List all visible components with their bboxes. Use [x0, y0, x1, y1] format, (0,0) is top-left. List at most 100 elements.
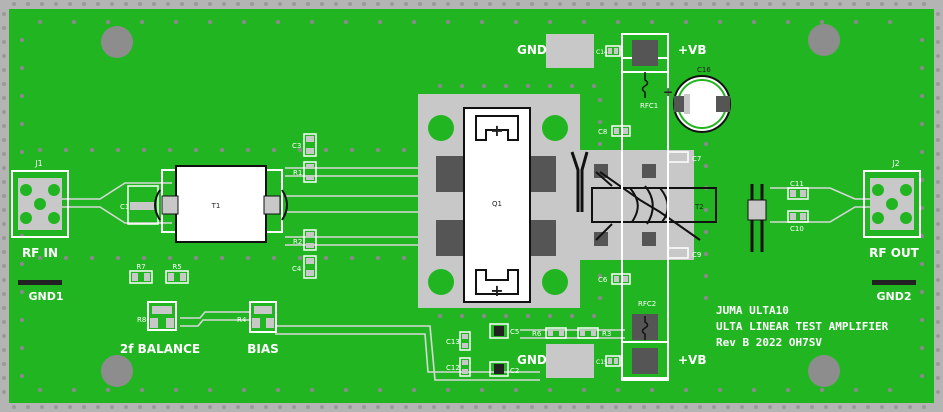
- component-r3[interactable]: [577, 327, 599, 339]
- via: [343, 387, 349, 393]
- frame-perforation: [460, 2, 464, 6]
- component-c9[interactable]: [667, 247, 689, 259]
- via: [615, 387, 621, 393]
- via: [207, 387, 213, 393]
- via: [459, 313, 465, 319]
- via: [597, 119, 603, 125]
- component-rfc2[interactable]: [632, 314, 658, 340]
- component-c2[interactable]: [489, 361, 509, 377]
- via: [919, 65, 925, 71]
- component-r5[interactable]: [165, 270, 189, 284]
- via: [581, 19, 587, 25]
- frame-perforation: [474, 2, 478, 6]
- vb-top-pad[interactable]: [621, 33, 669, 73]
- gnd-top-pad[interactable]: [546, 34, 594, 68]
- frame-perforation: [152, 405, 156, 409]
- via: [683, 19, 689, 25]
- component-c16[interactable]: [673, 75, 731, 133]
- via: [411, 19, 417, 25]
- gnd-bottom-pad[interactable]: [546, 344, 594, 378]
- frame-perforation: [936, 40, 940, 44]
- frame-perforation: [698, 2, 702, 6]
- component-c1[interactable]: [127, 185, 159, 225]
- frame-perforation: [614, 405, 618, 409]
- component-r8[interactable]: [147, 301, 177, 331]
- frame-perforation: [488, 2, 492, 6]
- frame-perforation: [2, 12, 6, 16]
- component-r7[interactable]: [129, 270, 153, 284]
- component-q1[interactable]: [463, 107, 531, 303]
- frame-perforation: [2, 124, 6, 128]
- via: [167, 255, 173, 261]
- frame-perforation: [936, 110, 940, 114]
- frame-perforation: [936, 12, 940, 16]
- frame-perforation: [138, 2, 142, 6]
- component-c10[interactable]: [787, 210, 809, 223]
- frame-perforation: [376, 2, 380, 6]
- frame-perforation: [936, 376, 940, 380]
- frame-perforation: [936, 138, 940, 142]
- connector-rf-in[interactable]: [11, 170, 69, 238]
- frame-perforation: [838, 2, 842, 6]
- frame-perforation: [320, 2, 324, 6]
- connector-rf-out[interactable]: [863, 170, 921, 238]
- frame-perforation: [866, 2, 870, 6]
- frame-perforation: [726, 2, 730, 6]
- frame-perforation: [936, 54, 940, 58]
- frame-perforation: [124, 405, 128, 409]
- label-r8: R8: [137, 316, 146, 324]
- via: [547, 19, 553, 25]
- component-rfc1[interactable]: [641, 72, 649, 98]
- component-r6[interactable]: [545, 327, 567, 339]
- via: [349, 147, 355, 153]
- via: [437, 313, 443, 319]
- frame-perforation: [670, 405, 674, 409]
- via: [377, 387, 383, 393]
- frame-perforation: [348, 405, 352, 409]
- gnd2-pad[interactable]: [872, 280, 916, 285]
- component-r1[interactable]: [303, 161, 317, 183]
- via: [37, 387, 43, 393]
- component-c5[interactable]: [489, 323, 509, 339]
- via: [437, 83, 443, 89]
- frame-perforation: [600, 2, 604, 6]
- via: [63, 255, 69, 261]
- component-c4[interactable]: [303, 255, 317, 279]
- component-c7[interactable]: [667, 151, 689, 163]
- component-c3[interactable]: [303, 133, 317, 157]
- frame-perforation: [936, 68, 940, 72]
- frame-perforation: [502, 405, 506, 409]
- via: [37, 19, 43, 25]
- component-r2[interactable]: [303, 229, 317, 251]
- component-c15[interactable]: [605, 355, 621, 367]
- component-c11[interactable]: [787, 187, 809, 200]
- via: [271, 255, 277, 261]
- label-c6: C6: [598, 276, 608, 284]
- via: [89, 147, 95, 153]
- label-t2: T2: [694, 203, 704, 211]
- component-c14[interactable]: [605, 45, 621, 57]
- frame-perforation: [96, 405, 100, 409]
- frame-perforation: [922, 405, 926, 409]
- trace-centre: [285, 195, 440, 213]
- component-c6[interactable]: [611, 273, 631, 285]
- frame-perforation: [698, 405, 702, 409]
- frame-perforation: [264, 2, 268, 6]
- via: [19, 289, 25, 295]
- board-title-line2: ULTA LINEAR TEST AMPLIFIER: [716, 320, 889, 333]
- gnd1-pad[interactable]: [18, 280, 62, 285]
- frame-perforation: [194, 2, 198, 6]
- frame-perforation: [558, 2, 562, 6]
- component-c8[interactable]: [611, 125, 631, 137]
- vb-bottom-pad[interactable]: [621, 341, 669, 381]
- frame-perforation: [2, 96, 6, 100]
- frame-perforation: [2, 180, 6, 184]
- component-r4[interactable]: [249, 301, 277, 333]
- component-c12[interactable]: [459, 357, 471, 377]
- frame-perforation: [2, 236, 6, 240]
- component-c13[interactable]: [459, 331, 471, 351]
- component-t1[interactable]: [154, 165, 288, 243]
- frame-perforation: [754, 405, 758, 409]
- frame-perforation: [2, 54, 6, 58]
